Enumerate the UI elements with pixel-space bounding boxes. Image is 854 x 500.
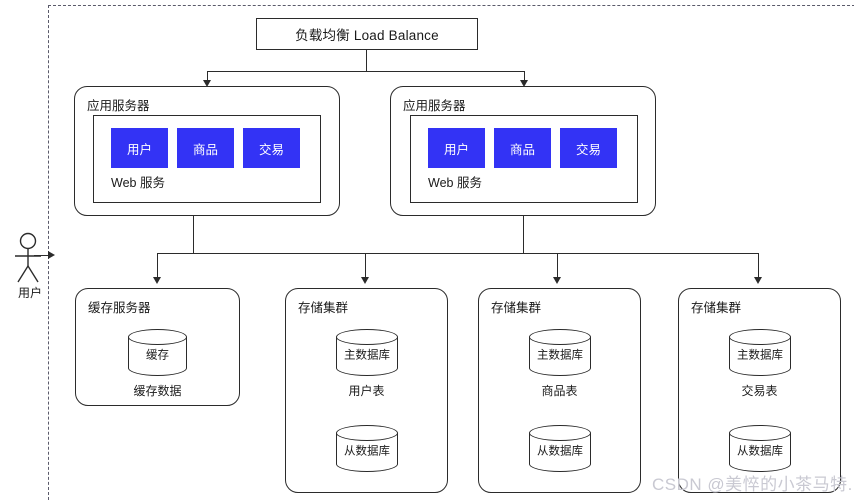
service-box-product[interactable]: 商品	[494, 128, 551, 168]
storage-cluster-2-master-cylinder: 主数据库	[529, 329, 591, 376]
cache-server-caption: 缓存数据	[133, 384, 182, 398]
cache-server-title: 缓存服务器	[88, 301, 151, 315]
storage-cluster-1-slave-cylinder: 从数据库	[336, 425, 398, 472]
app-server-1-service-row: 用户 商品 交易	[111, 128, 300, 168]
app-server-2-web-panel: 用户 商品 交易 Web 服务	[410, 115, 638, 203]
app-server-1-web-panel: 用户 商品 交易 Web 服务	[93, 115, 321, 203]
service-box-user[interactable]: 用户	[111, 128, 168, 168]
storage-cluster-1-caption: 用户表	[348, 384, 385, 398]
storage-bus-line	[157, 253, 759, 255]
bus-drop-cluster2-line	[557, 253, 559, 279]
bus-drop-cluster3-arrowhead	[754, 277, 762, 284]
app-server-2-service-row: 用户 商品 交易	[428, 128, 617, 168]
lb-stem-line	[366, 50, 368, 72]
bus-drop-cluster3-line	[758, 253, 760, 279]
storage-cluster-1-slave-label: 从数据库	[344, 444, 390, 457]
actor-user-label: 用户	[17, 286, 42, 300]
storage-cluster-3-master-cylinder: 主数据库	[729, 329, 791, 376]
bus-drop-cluster2-arrowhead	[553, 277, 561, 284]
actor-user: 用户	[8, 232, 52, 302]
load-balancer-label: 负载均衡 Load Balance	[295, 28, 439, 43]
bus-drop-cluster1-line	[365, 253, 367, 279]
service-box-transaction[interactable]: 交易	[243, 128, 300, 168]
stick-figure-icon	[15, 232, 41, 283]
lb-branch-right-line	[524, 71, 526, 83]
service-box-user[interactable]: 用户	[428, 128, 485, 168]
cache-store-cylinder: 缓存	[128, 329, 187, 376]
storage-cluster-3-slave-cylinder: 从数据库	[729, 425, 791, 472]
service-box-transaction[interactable]: 交易	[560, 128, 617, 168]
bus-drop-cache-arrowhead	[153, 277, 161, 284]
bus-drop-cluster1-arrowhead	[361, 277, 369, 284]
storage-cluster-2-slave-label: 从数据库	[537, 444, 583, 457]
lb-bus-line	[207, 71, 525, 73]
lb-branch-right-arrowhead	[520, 80, 528, 87]
storage-cluster-1-master-label: 主数据库	[344, 348, 390, 361]
storage-cluster-3-caption: 交易表	[741, 384, 778, 398]
bus-drop-cache-line	[157, 253, 159, 279]
load-balancer-node[interactable]: 负载均衡 Load Balance	[256, 18, 478, 50]
app-server-1-web-label: Web 服务	[111, 176, 165, 190]
app-server-1-title: 应用服务器	[87, 99, 150, 113]
storage-cluster-1-master-cylinder: 主数据库	[336, 329, 398, 376]
actor-connector-line	[34, 255, 50, 257]
storage-cluster-3-title: 存储集群	[691, 301, 742, 315]
app-server-2-web-label: Web 服务	[428, 176, 482, 190]
storage-cluster-2-title: 存储集群	[491, 301, 542, 315]
storage-cluster-2-caption: 商品表	[541, 384, 578, 398]
storage-cluster-1-title: 存储集群	[298, 301, 349, 315]
actor-connector-arrowhead	[48, 251, 55, 259]
app-server-1-down-line	[193, 216, 195, 254]
storage-cluster-2-master-label: 主数据库	[537, 348, 583, 361]
cache-store-label: 缓存	[146, 348, 169, 361]
storage-cluster-3-slave-label: 从数据库	[737, 444, 783, 457]
csdn-watermark: CSDN @美悴的小茶马特.	[652, 475, 853, 494]
storage-cluster-3-master-label: 主数据库	[737, 348, 783, 361]
lb-branch-left-arrowhead	[203, 80, 211, 87]
app-server-2-down-line	[523, 216, 525, 254]
app-server-2-title: 应用服务器	[403, 99, 466, 113]
lb-branch-left-line	[207, 71, 209, 83]
storage-cluster-2-slave-cylinder: 从数据库	[529, 425, 591, 472]
service-box-product[interactable]: 商品	[177, 128, 234, 168]
